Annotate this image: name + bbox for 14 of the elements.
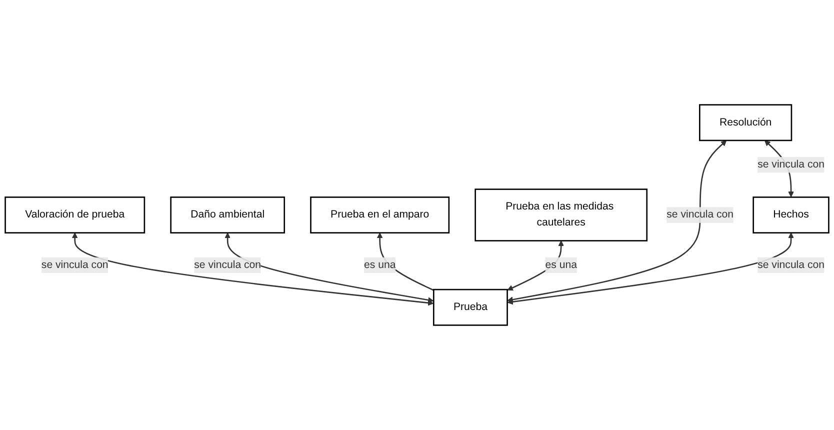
node-box: Hechos [752, 196, 830, 234]
edge-label: es una [364, 259, 396, 270]
edge-label: se vincula con [41, 259, 108, 270]
node-box: Resolución [699, 104, 792, 142]
edge-label: es una [545, 259, 577, 270]
edge-label: se vincula con [758, 158, 824, 170]
edge-label: se vincula con [666, 209, 734, 220]
node-box: Prueba [433, 288, 508, 326]
node-box: Prueba en las medidas cautelares [474, 188, 648, 242]
node-box: Prueba en el amparo [310, 196, 450, 234]
edge-label: se vincula con [758, 259, 824, 270]
node-box: Valoración de prueba [4, 196, 146, 234]
edge-label: se vincula con [194, 259, 262, 270]
node-box: Daño ambiental [170, 196, 286, 234]
